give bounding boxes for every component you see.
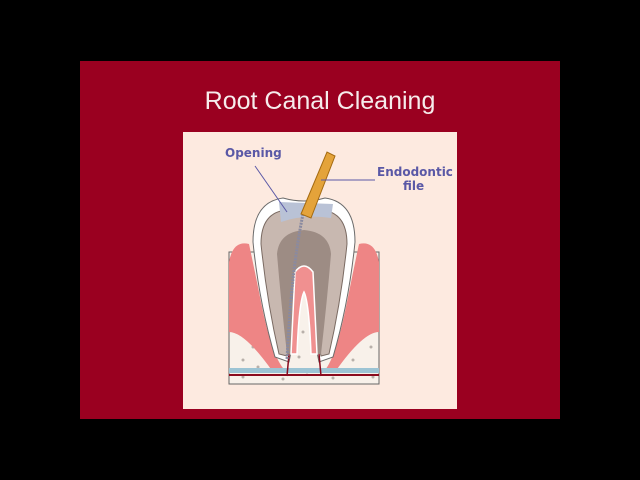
tooth-diagram-graphic — [228, 151, 380, 385]
opening-label: Opening — [225, 146, 282, 160]
endodontic-file-label-line2: file — [403, 179, 425, 193]
tooth-illustration: Opening Endodontic file — [183, 132, 457, 409]
slide-title: Root Canal Cleaning — [204, 87, 436, 115]
slide: Root Canal Cleaning — [80, 61, 560, 419]
endodontic-file-label-line1: Endodontic — [377, 165, 453, 179]
